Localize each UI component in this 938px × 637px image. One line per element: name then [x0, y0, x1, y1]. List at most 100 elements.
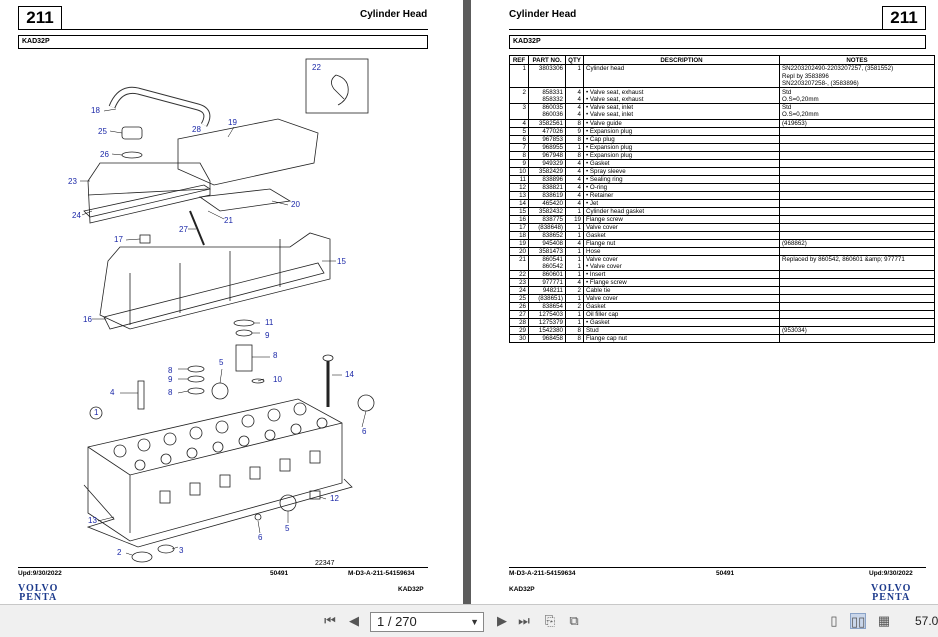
exploded-parts-diagram	[80, 58, 375, 563]
part-no-cell: 3582432	[528, 206, 566, 216]
go-back-icon[interactable]: ⎘	[544, 613, 556, 628]
notes-cell	[779, 214, 935, 224]
description-cell: Flange nut	[583, 238, 780, 248]
description-cell: • Gasket	[583, 318, 780, 327]
next-page-icon[interactable]: ▶	[497, 613, 507, 628]
ref-cell: 17	[509, 222, 529, 232]
part-no-cell: 945408	[528, 238, 566, 248]
part-no-cell: 967853	[528, 134, 566, 144]
callout-1: 1	[94, 408, 99, 417]
part-no-cell: 3803306	[528, 64, 566, 73]
part-no-cell: 1275379	[528, 318, 566, 327]
description-cell: Cylinder head	[583, 64, 780, 73]
qty-cell	[565, 72, 584, 81]
callout-24: 22	[312, 63, 321, 72]
part-no-cell: 948211	[528, 286, 566, 295]
page-number-input[interactable]: 1 / 270 ▼	[370, 612, 484, 632]
ref-cell: 3	[509, 102, 529, 112]
qty-cell: 1	[565, 270, 584, 279]
notes-cell	[779, 294, 935, 303]
part-no-cell: 860541	[528, 254, 566, 263]
footer-number: 50491	[716, 570, 735, 577]
ref-cell: 10	[509, 166, 529, 176]
description-cell: Flange cap nut	[583, 334, 780, 344]
callout-8-upper: 8	[168, 366, 173, 375]
single-page-view-icon[interactable]: ▯	[830, 613, 838, 628]
notes-cell	[779, 134, 935, 144]
qty-cell: 4	[565, 174, 584, 184]
model-header: KAD32P	[509, 35, 926, 49]
ref-cell: 24	[509, 286, 529, 295]
two-page-view-icon[interactable]: ▯▯	[850, 613, 866, 629]
callout-27: 25	[98, 127, 107, 136]
chevron-down-icon[interactable]: ▼	[470, 617, 479, 627]
callout-23: 21	[224, 216, 233, 225]
part-no-cell: 860036	[528, 111, 566, 120]
ref-cell: 6	[509, 134, 529, 144]
notes-cell: O.S=0,20mm	[779, 111, 935, 120]
qty-cell: 8	[565, 118, 584, 128]
description-cell: • Valve seat, inlet	[583, 102, 780, 112]
description-cell: • Insert	[583, 270, 780, 279]
ref-cell: 29	[509, 326, 529, 335]
col-part-no: PART NO.	[528, 55, 566, 65]
description-cell: • Spray sleeve	[583, 166, 780, 176]
go-forward-icon[interactable]: ⧉	[569, 613, 579, 628]
part-no-cell: (838648)	[528, 222, 566, 232]
part-no-cell: 838821	[528, 182, 566, 192]
qty-cell: 1	[565, 64, 584, 73]
part-no-cell: 967948	[528, 150, 566, 160]
ref-cell: 16	[509, 214, 529, 224]
callout-9: 9	[168, 375, 173, 384]
callout-30: 28	[192, 125, 201, 134]
qty-cell: 1	[565, 246, 584, 256]
description-cell: • Retainer	[583, 190, 780, 200]
notes-cell	[779, 174, 935, 184]
ref-cell: 5	[509, 126, 529, 136]
ref-cell: 12	[509, 182, 529, 192]
ref-cell: 2	[509, 87, 529, 96]
qty-cell: 1	[565, 206, 584, 216]
ref-cell	[509, 72, 529, 81]
notes-cell: Repl by 3583896	[779, 72, 935, 81]
ref-cell	[509, 111, 529, 120]
qty-cell: 1	[565, 262, 584, 271]
first-page-icon[interactable]: ⏮	[324, 613, 336, 628]
ref-cell: 19	[509, 238, 529, 248]
callout-15: 13	[88, 516, 97, 525]
callout-5-lower: 5	[285, 524, 290, 533]
zoom-level[interactable]: 57.0	[915, 614, 938, 628]
last-page-icon[interactable]: ⏭	[518, 613, 530, 628]
notes-cell	[779, 310, 935, 319]
notes-cell	[779, 318, 935, 327]
callout-29: 27	[179, 225, 188, 234]
description-cell: Gasket	[583, 230, 780, 240]
ref-cell: 13	[509, 190, 529, 200]
description-cell	[583, 72, 780, 81]
notes-cell	[779, 206, 935, 216]
notes-cell	[779, 246, 935, 256]
notes-cell	[779, 150, 935, 160]
prev-page-icon[interactable]: ◀	[349, 613, 359, 628]
qty-cell: 4	[565, 87, 584, 96]
table-row: SN2203207258-, (3583896)	[509, 80, 935, 88]
grid-view-icon[interactable]: ▦	[877, 613, 891, 628]
ref-cell: 1	[509, 64, 529, 73]
callout-16: 14	[345, 370, 354, 379]
col-qty: QTY	[565, 55, 584, 65]
ref-cell: 22	[509, 270, 529, 279]
part-no-cell: 858332	[528, 95, 566, 104]
right-page: Cylinder Head 211 KAD32P REF PART NO. QT…	[471, 0, 938, 604]
notes-cell	[779, 198, 935, 208]
